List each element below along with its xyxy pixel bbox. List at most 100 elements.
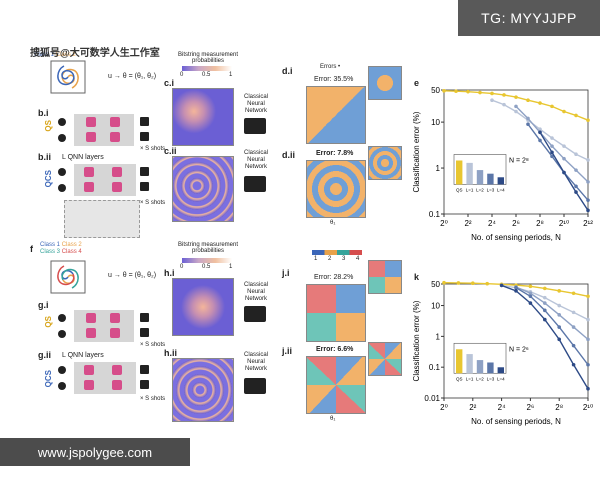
y-tick-label: 0.1	[429, 210, 441, 219]
data-point	[586, 198, 590, 202]
data-point	[557, 303, 561, 308]
data-point	[574, 152, 578, 157]
data-point	[528, 291, 533, 296]
data-point	[490, 98, 494, 102]
gate-bii-2	[84, 182, 94, 192]
gate-bi-1	[86, 117, 96, 127]
nn-icon-hi	[244, 306, 266, 322]
label-f: f	[30, 244, 33, 254]
series-line	[515, 286, 589, 340]
x-tick-label: 2⁰	[440, 403, 448, 412]
dii-classification-map	[306, 160, 366, 218]
label-dii: d.ii	[282, 150, 295, 160]
series-line	[527, 123, 589, 201]
bitstring-title-bottom: Bitstring measurement probabilities	[177, 242, 239, 254]
data-point	[538, 138, 542, 143]
data-point	[586, 118, 590, 123]
jii-classification-map	[306, 356, 366, 414]
data-point	[574, 168, 578, 172]
nn-label-cii: Classical Neural Network	[243, 150, 268, 170]
data-point	[562, 109, 566, 114]
inset-category-label: QS	[456, 187, 463, 192]
data-point	[543, 301, 547, 305]
legend-class1: Class 1	[34, 52, 55, 58]
errors-legend: Errors •	[320, 64, 341, 70]
y-tick-label: 50	[431, 280, 440, 289]
meter-bi-1	[140, 117, 149, 126]
inset-category-label: L=1	[466, 376, 474, 381]
qubit-1	[58, 118, 66, 126]
inset-bar	[476, 170, 484, 185]
x-tick-label: 2²	[464, 219, 471, 228]
x-tick-label: 2¹⁰	[559, 219, 569, 228]
label-e: e	[414, 78, 420, 88]
y-axis-label: Classification error (%)	[412, 111, 421, 192]
data-point	[538, 130, 542, 135]
inset-annotation: N = 2⁸	[509, 157, 529, 164]
data-point	[562, 144, 566, 148]
data-point	[557, 313, 561, 317]
spiral-icon	[50, 60, 86, 94]
ji-inset	[368, 260, 402, 294]
inset-category-label: L=1	[466, 187, 474, 192]
x-tick-label: 2⁰	[440, 219, 448, 228]
data-point	[456, 281, 461, 285]
data-point	[557, 325, 561, 329]
data-point	[586, 158, 590, 162]
ji-classification-map	[306, 284, 366, 342]
mapping-text: u → θ = (θ₁, θ₂)	[108, 73, 157, 80]
inset-category-label: QS	[456, 376, 463, 381]
colorbar-tick-0: 0	[180, 72, 184, 78]
inset-bar	[487, 362, 494, 374]
data-point	[514, 109, 518, 114]
ci-probability-map	[172, 88, 234, 146]
data-point	[586, 317, 590, 322]
gate-gii-4	[112, 380, 122, 390]
data-point	[526, 98, 530, 102]
x-tick-label: 2⁸	[536, 219, 544, 228]
colorbar	[182, 66, 232, 71]
error-di: Error: 35.5%	[314, 76, 354, 83]
cii-probability-map	[172, 156, 234, 222]
inset-category-label: L=4	[497, 376, 505, 381]
colorbar-tick-2: 1	[229, 72, 233, 78]
bottom-legend: Class 1 Class 2 Class 3 Class 4	[40, 242, 82, 256]
nn-label-ci: Classical Neural Network	[243, 94, 268, 114]
nn-icon-ci	[244, 118, 266, 134]
di-classification-map	[306, 86, 366, 144]
class-tick-3: 3	[342, 256, 346, 262]
x-tick-label: 2²	[469, 403, 476, 412]
inset-bar	[456, 349, 463, 374]
data-point	[574, 113, 578, 118]
data-point	[514, 289, 518, 293]
mapping-text-bottom: u → θ = (θ₁, θ₂)	[108, 272, 157, 279]
x-tick-label: 2⁸	[555, 403, 563, 412]
gate-bi-3	[110, 117, 120, 127]
qubit-2	[58, 134, 66, 142]
meter-gii-2	[140, 380, 149, 389]
lqnn-label: L QNN layers	[62, 154, 104, 161]
label-cii: c.ii	[164, 146, 177, 156]
inset-annotation: N = 2⁶	[509, 346, 529, 353]
colorbar-b-tick-1: 0.5	[202, 264, 211, 270]
class-colorbar	[312, 250, 362, 255]
gate-gi-3	[110, 313, 120, 323]
colorbar-b-tick-0: 0	[180, 264, 184, 270]
inset-category-label: L=3	[487, 187, 495, 192]
legend-b-class1: Class 1	[40, 242, 61, 248]
inset-bar	[487, 173, 494, 185]
data-point	[571, 325, 576, 329]
data-point	[562, 170, 566, 175]
data-point	[571, 291, 576, 296]
qcs-label-bottom: QCS	[44, 370, 53, 388]
data-point	[526, 116, 530, 121]
data-point	[586, 180, 590, 184]
legend-b-class2: Class 2	[61, 242, 82, 248]
qs-label-bottom: QS	[44, 316, 53, 328]
meter-gi-1	[140, 313, 149, 322]
x-axis-label: No. of sensing periods, N	[471, 417, 561, 426]
data-point	[466, 89, 470, 94]
gate-bii-4	[112, 182, 122, 192]
qs-label-top: QS	[44, 120, 53, 132]
x-tick-label: 2⁶	[512, 219, 520, 228]
